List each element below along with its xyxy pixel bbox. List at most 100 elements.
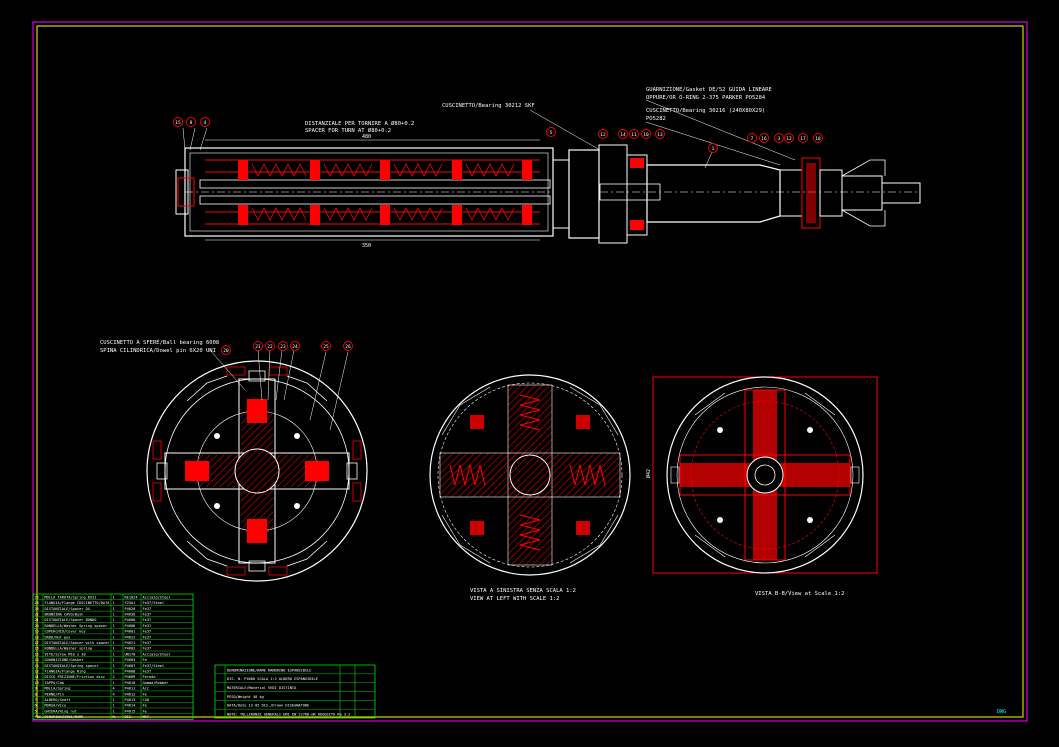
balloons-center: 1 xyxy=(708,143,718,153)
parts-list-cell: Fe37 xyxy=(143,670,152,674)
parts-list-cell: 1 xyxy=(113,647,115,651)
parts-list-cell: DISTANZIALE/Spacer BONDO xyxy=(45,618,97,622)
title-block-row: NOTE: TOLLERANZE GENERALI UNI EN 22768-m… xyxy=(227,713,350,717)
title-block-row: PESO/Weight 48 kg xyxy=(227,695,264,699)
parts-list-cell: DISCO FRIZIONE/Friction disc xyxy=(45,675,106,679)
svg-text:21: 21 xyxy=(255,344,261,350)
svg-text:13: 13 xyxy=(657,132,663,138)
svg-text:5: 5 xyxy=(550,130,553,136)
parts-list-cell: 1 xyxy=(113,618,115,622)
title-block-row: MATERIALE/Material VEDI DISTINTA xyxy=(227,686,297,690)
parts-list-cell: Ferodo xyxy=(143,675,156,679)
parts-list-cell: P4611 xyxy=(125,687,136,691)
parts-list-cell: 1 xyxy=(113,652,115,656)
spacer-note-line2: SPACER FOR TURN AT Ø80+0.2 xyxy=(305,127,391,134)
parts-list-cell: RONDELLA/Washer spring xyxy=(45,647,93,651)
view-a-label-line2: VIEW AT LEFT WITH SCALE 1:2 xyxy=(470,596,559,602)
parts-list-cell: P4630 xyxy=(125,613,136,617)
parts-list-cell: P4607 xyxy=(125,664,136,668)
svg-text:24: 24 xyxy=(292,344,298,350)
balloon-12: 12 xyxy=(598,129,608,139)
parts-list-cell: P4614 xyxy=(125,704,136,708)
parts-list-cell: DISTANZIALE/Spacer with spacer xyxy=(45,641,111,645)
parts-list-cell: 10 xyxy=(35,681,39,685)
parts-list-cell: Fe37 xyxy=(143,630,152,634)
balloon-1: 1 xyxy=(708,143,718,153)
parts-list-cell: 1 xyxy=(113,698,115,702)
balloon-23: 23 xyxy=(278,341,288,351)
dimension-left: Ø42 xyxy=(645,469,652,478)
parts-list-cell: P4608 xyxy=(125,670,136,674)
svg-text:12: 12 xyxy=(786,136,792,142)
balloon-15: 15 xyxy=(173,117,183,127)
parts-list-cell: FLANGIA/Flange CUSCINETTO/DATA xyxy=(45,601,111,605)
svg-text:18: 18 xyxy=(815,136,821,142)
cross-section-right xyxy=(652,376,878,574)
parts-list-cell: 20 xyxy=(35,624,39,628)
parts-list-cell: P4602 xyxy=(125,647,136,651)
svg-text:1: 1 xyxy=(712,146,715,152)
parts-list-cell: 1 xyxy=(113,670,115,674)
gasket-note-2b: PO5282 xyxy=(646,116,666,122)
parts-list-cell: P4620 xyxy=(125,607,136,611)
parts-list-cell: MOLLA/Spring xyxy=(45,687,71,691)
balloon-13: 13 xyxy=(655,129,665,139)
parts-list-cell: Fe37 xyxy=(143,613,152,617)
parts-list-header-cell: DENOMINAZIONE/NAME xyxy=(45,715,84,719)
svg-text:3: 3 xyxy=(778,136,781,142)
parts-list-cell: 1 xyxy=(113,664,115,668)
balloon-17: 17 xyxy=(798,133,808,143)
parts-list-cell: TAPPO/Cap xyxy=(45,681,64,685)
parts-list-cell: UN170 xyxy=(125,652,136,656)
parts-list-cell: DISTANZIALE/Spring spacer xyxy=(45,664,100,668)
inner-frame xyxy=(36,25,1024,718)
svg-text:16: 16 xyxy=(761,136,767,142)
parts-list-header-cell: POS. xyxy=(35,715,44,719)
parts-list-cell: MOLLA TARATA/Spring 6X21 xyxy=(45,595,97,599)
parts-list-cell: 4 xyxy=(113,692,115,696)
parts-list-cell: PERNO/Pin xyxy=(45,692,64,696)
balloon-7: 7 xyxy=(747,133,757,143)
parts-list-cell: 1 xyxy=(113,641,115,645)
parts-list-cell: Fe xyxy=(143,709,147,713)
svg-text:22: 22 xyxy=(267,344,273,350)
svg-text:17: 17 xyxy=(800,136,806,142)
assembly-side-view xyxy=(175,139,921,244)
parts-list-cell: BRONZINA CAVO/Bush xyxy=(45,613,84,617)
parts-list-cell: 13 xyxy=(35,664,39,668)
parts-list-cell: P4606 xyxy=(125,624,136,628)
parts-list-cell: Fe xyxy=(143,692,147,696)
parts-list-cell: 18 xyxy=(35,635,39,639)
parts-list-cell: 1 xyxy=(113,595,115,599)
parts-list-cell: P4622 xyxy=(125,635,136,639)
balloons-top-right: 7 16 3 12 17 18 xyxy=(747,133,823,143)
balloon-8: 8 xyxy=(186,117,196,127)
parts-list-cell: 17 xyxy=(35,641,39,645)
svg-text:4: 4 xyxy=(204,120,207,126)
parts-list-cell: 22 xyxy=(35,613,39,617)
parts-list-cell: DISTANZIALE/Spacer DX xyxy=(45,607,91,611)
parts-list-cell: 15 xyxy=(35,652,39,656)
parts-list-header-cell: N. xyxy=(113,715,117,719)
parts-list-cell: P4600 xyxy=(125,618,136,622)
parts-list-cell: Fe xyxy=(143,704,147,708)
cross-section-middle xyxy=(429,374,631,576)
parts-list-cell: Fe37 xyxy=(143,635,152,639)
balloon-4: 4 xyxy=(200,117,210,127)
parts-list-cell: Fe37 xyxy=(143,647,152,651)
parts-list-cell: C40 xyxy=(143,698,150,702)
parts-list-cell: 1 xyxy=(113,681,115,685)
parts-list-cell: GUARNIZIONE/Gasket xyxy=(45,658,84,662)
